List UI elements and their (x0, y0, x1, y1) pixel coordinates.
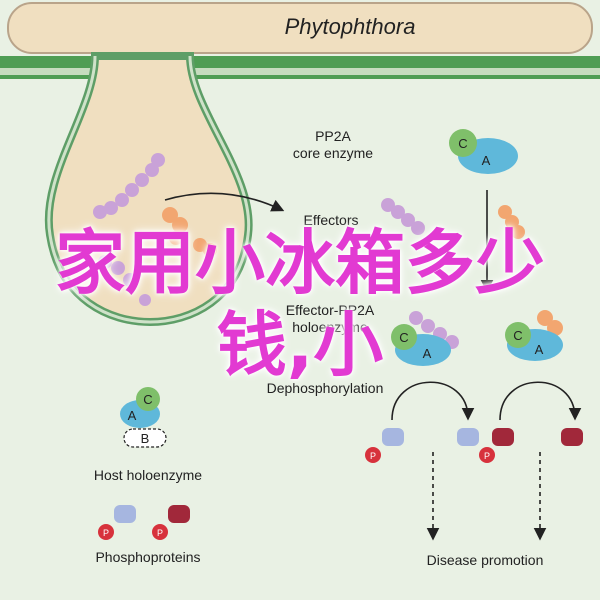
free-effectors (381, 198, 525, 239)
label-disease-promotion: Disease promotion (426, 552, 544, 568)
svg-text:A: A (535, 342, 544, 357)
svg-text:C: C (143, 392, 152, 407)
label-effectors: Effectors (303, 212, 359, 228)
svg-text:A: A (423, 346, 432, 361)
effector-pp2a-holoenzyme-left: C A (391, 311, 459, 366)
substrate-phospho-red: P (479, 428, 514, 463)
label-effector-pp2a-holoenzyme: Effector-PP2A holoenzyme (285, 302, 375, 335)
svg-text:P: P (103, 528, 109, 538)
haustorium (44, 52, 253, 327)
dephosphorylation-arrow-right (499, 381, 582, 421)
phosphoprotein-blue-icon: P (98, 505, 136, 540)
label-host-holoenzyme: Host holoenzyme (93, 467, 203, 483)
phosphoprotein-red-icon: P (152, 505, 190, 540)
host-holoenzyme-icon: C A B (120, 387, 167, 448)
overlay-line-1: 家用小冰箱多少 (55, 222, 545, 304)
pathogen-title: Phytophthora (284, 14, 416, 39)
overlay-line-2: 钱,小 (216, 304, 384, 386)
substrate-phospho-blue: P (365, 428, 404, 463)
svg-text:C: C (458, 136, 467, 151)
watermark-overlay-text: 家用小冰箱多少 钱,小 (0, 222, 600, 386)
effector-proteins-cluster (93, 153, 217, 306)
phytophthora-hypha (7, 2, 593, 54)
label-phosphoproteins: Phosphoproteins (95, 549, 201, 565)
effector-secretion-arrow (164, 192, 285, 212)
svg-text:C: C (399, 330, 408, 345)
dephosphorylation-arrow-left (391, 381, 475, 421)
svg-text:A: A (128, 408, 137, 423)
svg-text:A: A (482, 153, 491, 168)
svg-text:B: B (141, 431, 150, 446)
label-dephosphorylation: Dephosphorylation (266, 380, 384, 396)
svg-text:P: P (157, 528, 163, 538)
label-pp2a-core-enzyme: PP2A core enzyme (292, 128, 374, 161)
svg-text:C: C (513, 328, 522, 343)
effector-pp2a-holoenzyme-right: C A (505, 310, 563, 361)
svg-text:P: P (484, 451, 490, 461)
substrate-dephospho-blue (457, 428, 479, 446)
svg-text:P: P (370, 451, 376, 461)
substrate-dephospho-red (561, 428, 583, 446)
pp2a-core-enzyme-icon: C A (449, 129, 518, 174)
